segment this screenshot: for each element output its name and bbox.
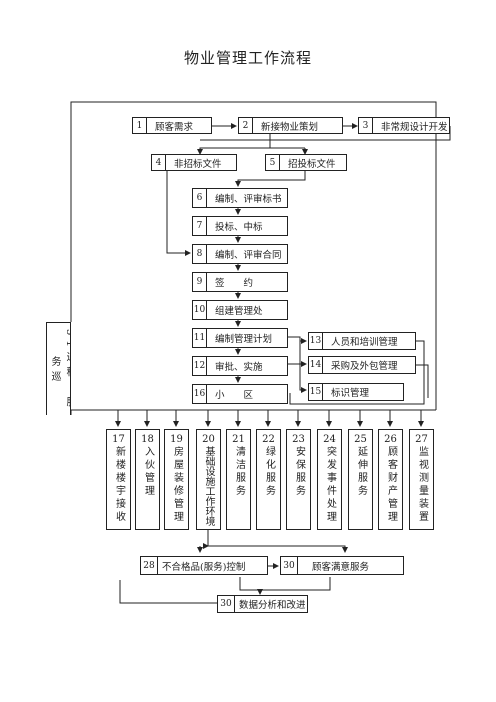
service-label: 顾客财产管理 [385,446,397,524]
node-label: 31过程、服务巡 [49,329,71,412]
node-label: 招投标文件 [288,158,336,170]
service-extended: 25 延伸服务 [348,429,373,530]
node-label: 新接物业策划 [261,121,319,133]
node-label: 非常规设计开发 [381,121,448,133]
service-label: 房屋装修管理 [171,446,183,524]
node-number: 11 [193,329,207,347]
service-number: 27 [415,434,428,445]
service-number: 26 [384,434,397,445]
node-label: 编制管理计划 [215,334,273,345]
service-label: 清洁服务 [233,446,245,498]
node-customer-demand: 1 顾客需求 [132,117,212,134]
node-label: 数据分析和改进 [239,600,306,611]
service-number: 21 [232,434,245,445]
service-greening: 22 绿化服务 [256,429,281,530]
node-number: 10 [193,301,207,319]
node-number: 16 [193,385,207,403]
node-label: 不合格品(服务)控制 [162,561,246,573]
node-label: 投标、中标 [215,222,263,233]
node-staff-training: 13 人员和培训管理 [308,332,416,350]
node-label: 顾客满意服务 [312,561,370,573]
node-label: 审批、实施 [215,362,263,373]
node-number: 3 [359,118,373,133]
node-setup-office: 10 组建管理处 [192,300,288,320]
node-customer-satisfaction: 30 顾客满意服务 [280,556,404,575]
service-number: 23 [292,434,305,445]
node-number: 8 [193,245,207,263]
service-label: 基础设施工作环境 [203,446,214,526]
node-label: 签 约 [215,278,254,289]
service-number: 22 [262,434,275,445]
service-measurement-devices: 27 监视测量装置 [409,429,434,530]
service-cleaning: 21 清洁服务 [226,429,251,530]
node-number: 28 [141,557,158,574]
node-label: 编制、评审标书 [215,194,282,205]
node-label: 标识管理 [331,388,370,399]
node-number: 30 [218,596,235,612]
node-label: 编制、评审合同 [215,250,282,261]
node-number: 4 [152,155,166,170]
node-process-inspection: 31过程、服务巡 [46,322,71,415]
node-number: 13 [309,333,323,349]
node-non-bidding-docs: 4 非招标文件 [151,154,237,171]
node-new-property-planning: 2 新接物业策划 [238,117,343,134]
node-number: 9 [193,273,207,291]
node-sign: 9 签 约 [192,272,288,292]
service-emergency: 24 突发事件处理 [317,429,342,530]
service-infrastructure: 20 基础设施工作环境 [196,429,221,530]
node-bidding-docs: 5 招投标文件 [265,154,347,171]
service-label: 入伙管理 [142,446,154,498]
node-nonconformance-control: 28 不合格品(服务)控制 [140,556,268,575]
node-label: 采购及外包管理 [331,361,398,372]
node-approve-implement: 12 审批、实施 [192,356,288,376]
node-number: 12 [193,357,207,375]
service-number: 17 [112,434,125,445]
node-number: 6 [193,189,207,207]
service-security: 23 安保服务 [286,429,311,530]
service-number: 19 [170,434,183,445]
service-renovation: 19 房屋装修管理 [164,429,189,530]
service-number: 20 [202,434,215,445]
node-number: 5 [266,155,280,170]
service-number: 24 [323,434,336,445]
node-prepare-tender: 6 编制、评审标书 [192,188,288,208]
service-new-building-handover: 17 新楼楼宇接收 [106,429,131,530]
page-title: 物业管理工作流程 [183,49,312,67]
service-label: 突发事件处理 [324,446,336,524]
node-label: 组建管理处 [215,306,263,317]
node-community: 16 小 区 [192,384,288,404]
node-number: 30 [281,557,298,574]
node-management-plan: 11 编制管理计划 [192,328,288,348]
service-label: 绿化服务 [263,446,275,498]
service-number: 18 [141,434,154,445]
node-label: 非招标文件 [174,158,222,170]
node-label: 小 区 [215,390,254,401]
service-label: 新楼楼宇接收 [113,446,125,524]
service-number: 25 [354,434,367,445]
node-number: 15 [309,384,323,400]
node-procurement: 14 采购及外包管理 [308,356,416,374]
node-label: 人员和培训管理 [331,337,398,348]
service-label: 安保服务 [293,446,305,498]
service-label: 监视测量装置 [416,446,428,524]
service-customer-property: 26 顾客财产管理 [378,429,403,530]
service-move-in: 18 入伙管理 [135,429,160,530]
node-prepare-contract: 8 编制、评审合同 [192,244,288,264]
node-number: 1 [133,118,147,133]
node-number: 7 [193,217,207,235]
node-data-analysis: 30 数据分析和改进 [217,595,308,613]
node-identification: 15 标识管理 [308,383,404,401]
node-unconventional-design: 3 非常规设计开发 [358,117,450,134]
node-label: 顾客需求 [155,121,194,133]
service-label: 延伸服务 [355,446,367,498]
node-bid-win: 7 投标、中标 [192,216,288,236]
node-number: 14 [309,357,323,373]
node-number: 2 [239,118,253,133]
